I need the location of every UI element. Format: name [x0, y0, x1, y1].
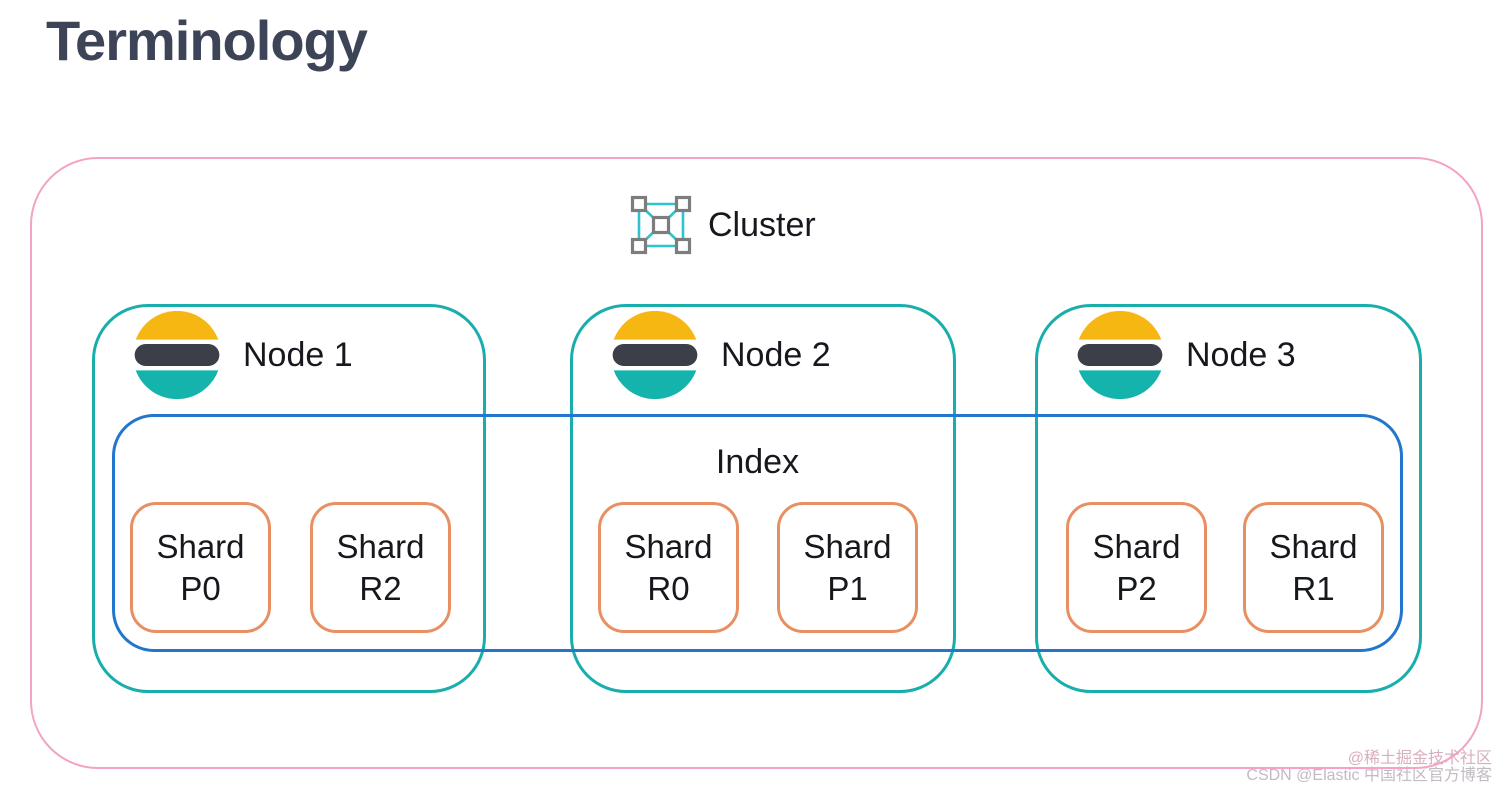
- node-header: Node 1: [133, 311, 353, 399]
- shard-box-r1: Shard R1: [1243, 502, 1384, 633]
- node-box-2: Node 2: [570, 304, 956, 693]
- cluster-box: [30, 157, 1483, 769]
- node-box-1: Node 1: [92, 304, 486, 693]
- shard-label: Shard: [156, 527, 245, 565]
- shard-id: P1: [827, 569, 868, 607]
- elasticsearch-logo-icon: [611, 311, 699, 399]
- shard-id: P2: [1116, 569, 1157, 607]
- cluster-label: Cluster: [708, 205, 816, 244]
- shard-label: Shard: [624, 527, 713, 565]
- elasticsearch-logo-icon: [133, 311, 221, 399]
- node-header: Node 2: [611, 311, 831, 399]
- elasticsearch-logo-icon: [1076, 311, 1164, 399]
- watermark-line-2: CSDN @Elastic 中国社区官方博客: [1246, 767, 1492, 784]
- shard-label: Shard: [1269, 527, 1358, 565]
- node-label: Node 2: [721, 335, 831, 374]
- node-label: Node 3: [1186, 335, 1296, 374]
- shard-box-p0: Shard P0: [130, 502, 271, 633]
- shard-box-r2: Shard R2: [310, 502, 451, 633]
- index-label: Index: [715, 443, 800, 481]
- shard-id: P0: [180, 569, 221, 607]
- node-label: Node 1: [243, 335, 353, 374]
- node-header: Node 3: [1076, 311, 1296, 399]
- shard-id: R0: [647, 569, 690, 607]
- index-box: Index: [112, 414, 1403, 652]
- cluster-network-icon: [629, 194, 693, 256]
- shard-id: R1: [1292, 569, 1335, 607]
- shard-box-p2: Shard P2: [1066, 502, 1207, 633]
- shard-box-p1: Shard P1: [777, 502, 918, 633]
- shard-box-r0: Shard R0: [598, 502, 739, 633]
- shard-id: R2: [359, 569, 402, 607]
- page-title: Terminology: [46, 9, 368, 72]
- shard-label: Shard: [803, 527, 892, 565]
- shard-label: Shard: [336, 527, 425, 565]
- node-box-3: Node 3: [1035, 304, 1422, 693]
- shard-label: Shard: [1092, 527, 1181, 565]
- cluster-header: Cluster: [629, 194, 816, 256]
